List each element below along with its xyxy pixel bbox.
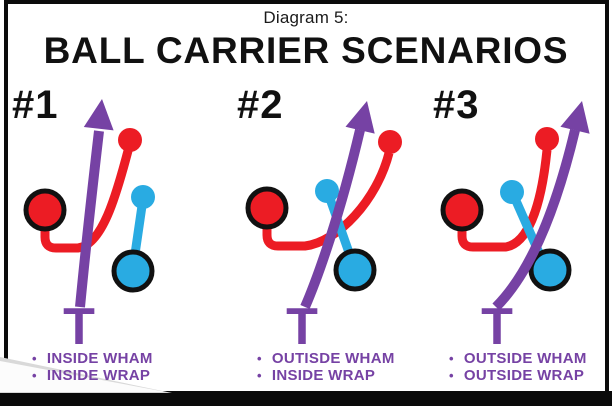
red-player-circle	[245, 186, 289, 230]
note-line: • OUTSIDE WHAM	[449, 350, 587, 367]
red-player-circle	[23, 188, 67, 232]
red-route-end-dot	[118, 128, 142, 152]
blue-player-circle	[333, 248, 377, 292]
note-text: INSIDE WRAP	[271, 367, 376, 384]
red-route-end-dot	[535, 127, 559, 151]
note-text: OUTSIDE WHAM	[463, 350, 587, 367]
bullet-icon: •	[449, 368, 454, 383]
frame-border-left	[4, 0, 8, 392]
purple-arrow-stem	[300, 128, 365, 309]
note-text: INSIDE WHAM	[46, 350, 153, 367]
blue-player-circle	[111, 249, 155, 293]
tee-marker: T	[63, 298, 95, 350]
frame-border-bottom	[0, 391, 612, 406]
blue-route-dot	[315, 179, 339, 203]
bullet-icon: •	[449, 351, 454, 366]
play-diagram-2: #2 T	[237, 85, 402, 350]
red-route-path	[40, 145, 134, 253]
purple-arrow-head	[345, 101, 375, 134]
scenario-number: #1	[12, 85, 59, 127]
note-line: • OUTSIDE WRAP	[449, 367, 587, 384]
note-text: INSIDE WRAP	[46, 367, 151, 384]
note-line: • OUTISDE WHAM	[257, 350, 395, 367]
bullet-icon: •	[257, 368, 262, 383]
diagram-title: BALL CARRIER SCENARIOS	[43, 30, 569, 71]
note-line: • INSIDE WRAP	[257, 367, 395, 384]
scenario-1-notes: • INSIDE WHAM • INSIDE WRAP	[32, 350, 153, 384]
purple-arrow-stem	[75, 130, 104, 308]
diagram-subtitle: Diagram 5:	[263, 8, 349, 27]
red-player-circle	[440, 188, 484, 232]
note-text: OUTSIDE WRAP	[463, 367, 585, 384]
purple-arrow-head	[560, 101, 590, 134]
bullet-icon: •	[32, 368, 37, 383]
blue-route-line	[323, 191, 357, 263]
blue-player-circle	[528, 248, 572, 292]
scenario-3-notes: • OUTSIDE WHAM • OUTSIDE WRAP	[449, 350, 587, 384]
blue-route-dot	[131, 185, 155, 209]
scenario-number: #2	[237, 85, 284, 127]
play-diagram-3: #3 T	[433, 85, 590, 350]
purple-arrow-head	[83, 99, 114, 131]
scenario-number: #3	[433, 85, 480, 127]
bullet-icon: •	[32, 351, 37, 366]
blue-route-dot	[500, 180, 524, 204]
red-route-end-dot	[378, 130, 402, 154]
tee-marker: T	[481, 298, 513, 350]
red-route-path	[262, 151, 394, 251]
purple-arrow-stem	[492, 128, 580, 311]
frame-border-top	[4, 0, 609, 4]
red-route-path	[457, 149, 552, 252]
scenario-2-notes: • OUTISDE WHAM • INSIDE WRAP	[257, 350, 395, 384]
note-line: • INSIDE WRAP	[32, 367, 153, 384]
play-diagram-1: #1 T	[12, 85, 155, 350]
note-line: • INSIDE WHAM	[32, 350, 153, 367]
tee-marker: T	[286, 298, 318, 350]
frame-border-right	[605, 0, 609, 391]
bullet-icon: •	[257, 351, 262, 366]
note-text: OUTISDE WHAM	[271, 350, 395, 367]
